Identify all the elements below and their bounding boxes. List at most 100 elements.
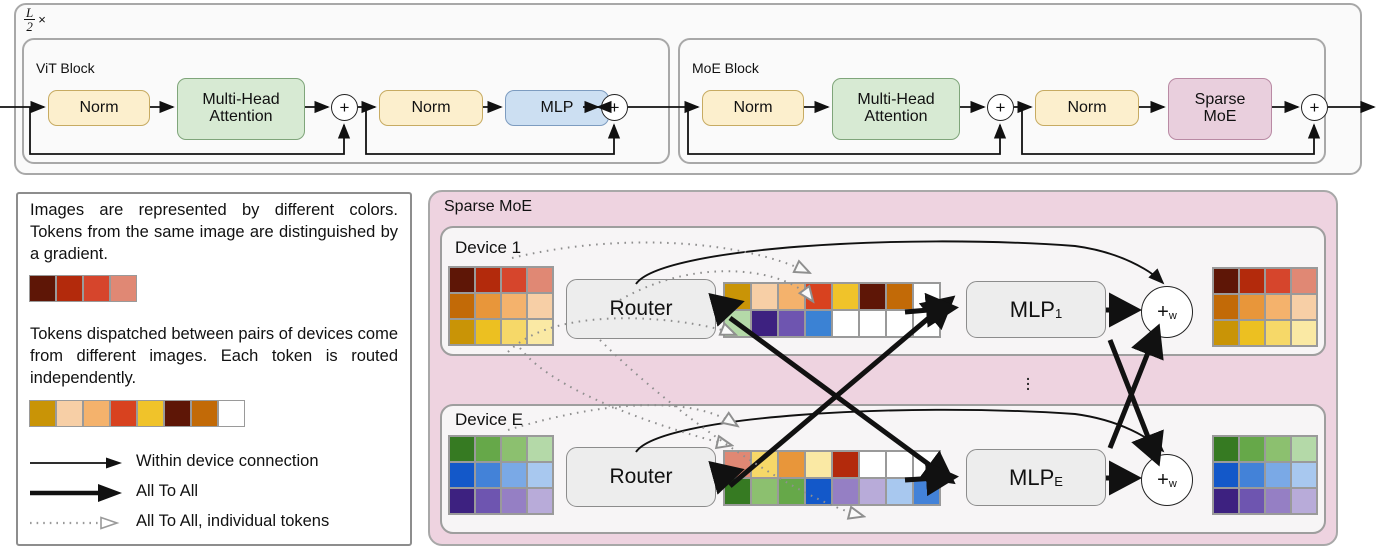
token-cell [1239,320,1265,346]
loop-numerator: L [24,5,36,20]
device-1-router-label: Router [609,297,673,320]
legend-swatch [83,400,110,427]
device-1-output-grid-cells [1212,267,1318,347]
token-cell [778,310,805,337]
loop-fraction: L 2 [24,5,36,34]
vit-residual-add-1[interactable]: + [331,94,358,121]
legend-swatch [110,275,137,302]
thick-arrow-icon [28,480,126,506]
vit-residual-add-2[interactable]: + [601,94,628,121]
token-cell [832,451,859,478]
token-cell [1265,462,1291,488]
vit-norm-2[interactable]: Norm [379,90,483,126]
moe-norm-2-label: Norm [1067,98,1107,116]
token-cell [501,267,527,293]
moe-add-1-label: + [995,98,1006,117]
vit-block-title: ViT Block [36,60,95,76]
moe-sparse-moe-node[interactable]: Sparse MoE [1168,78,1272,140]
legend-paragraph-2: Tokens dispatched between pairs of devic… [30,325,398,387]
moe-residual-add-2[interactable]: + [1301,94,1328,121]
token-cell [859,451,886,478]
vit-mlp[interactable]: MLP [505,90,609,126]
moe-block-title: MoE Block [692,60,759,76]
device-1-dispatch-strip [723,282,941,338]
loop-denominator: 2 [26,19,33,34]
token-cell [832,478,859,505]
device-e-combine-label: + [1157,468,1169,491]
token-cell [501,462,527,488]
token-cell [527,436,553,462]
device-1-router[interactable]: Router [566,279,716,339]
device-1-weighted-combine[interactable]: +w [1141,286,1193,338]
device-1-title: Device 1 [455,238,522,257]
token-cell [1213,462,1239,488]
moe-residual-add-1[interactable]: + [987,94,1014,121]
token-cell [751,310,778,337]
legend-swatch [164,400,191,427]
token-cell [1291,294,1317,320]
device-1-combine-label: + [1157,300,1169,323]
token-cell [449,293,475,319]
device-1-mlp-label: MLP [1009,296,1055,322]
token-cell [449,267,475,293]
moe-sparse-label-line2: MoE [1203,108,1237,125]
token-cell [475,488,501,514]
token-cell [886,478,913,505]
token-cell [449,462,475,488]
device-1-input-grid [448,266,554,346]
device-e-dispatch-strip [723,450,941,506]
token-cell [527,488,553,514]
legend-item-all-to-all-tokens: All To All, individual tokens [28,510,398,536]
token-cell [859,478,886,505]
legend-swatch [191,400,218,427]
token-cell [778,283,805,310]
thin-arrow-icon [28,450,126,476]
legend-label-all-to-all-tokens: All To All, individual tokens [136,512,330,530]
device-e-router[interactable]: Router [566,447,716,507]
moe-norm-2[interactable]: Norm [1035,90,1139,126]
token-cell [1291,436,1317,462]
token-cell [1213,488,1239,514]
token-cell [751,451,778,478]
token-cell [1291,320,1317,346]
moe-multi-head-attention[interactable]: Multi-Head Attention [832,78,960,140]
device-e-weighted-combine[interactable]: +w [1141,454,1193,506]
device-e-dispatch-strip-cells [723,450,941,506]
token-cell [1239,462,1265,488]
token-cell [913,451,940,478]
token-cell [449,436,475,462]
sparse-moe-panel-title: Sparse MoE [444,198,533,215]
moe-norm-1-label: Norm [733,98,773,116]
token-cell [832,310,859,337]
token-cell [1265,320,1291,346]
token-cell [913,310,940,337]
token-cell [751,478,778,505]
device-e-output-grid-cells [1212,435,1318,515]
token-cell [832,283,859,310]
token-cell [778,451,805,478]
token-cell [859,283,886,310]
moe-add-2-label: + [1309,98,1320,117]
device-1-output-grid [1212,267,1318,347]
legend-label-all-to-all: All To All [136,482,199,500]
vit-multi-head-attention[interactable]: Multi-Head Attention [177,78,305,140]
token-cell [886,451,913,478]
token-cell [501,436,527,462]
legend-paragraph-1: Images are represented by different colo… [30,201,398,263]
legend-swatch [56,275,83,302]
token-cell [449,488,475,514]
vit-attention-label-line2: Attention [209,108,273,125]
token-cell [1265,488,1291,514]
token-cell [527,319,553,345]
moe-sparse-label-line1: Sparse [1194,91,1246,109]
token-cell [1265,294,1291,320]
legend-swatch-row-1 [29,275,137,302]
moe-norm-1[interactable]: Norm [702,90,804,126]
vit-norm-1[interactable]: Norm [48,90,150,126]
token-cell [1213,294,1239,320]
moe-attention-label-line1: Multi-Head [857,91,935,109]
device-e-router-label: Router [609,465,673,488]
token-cell [475,462,501,488]
